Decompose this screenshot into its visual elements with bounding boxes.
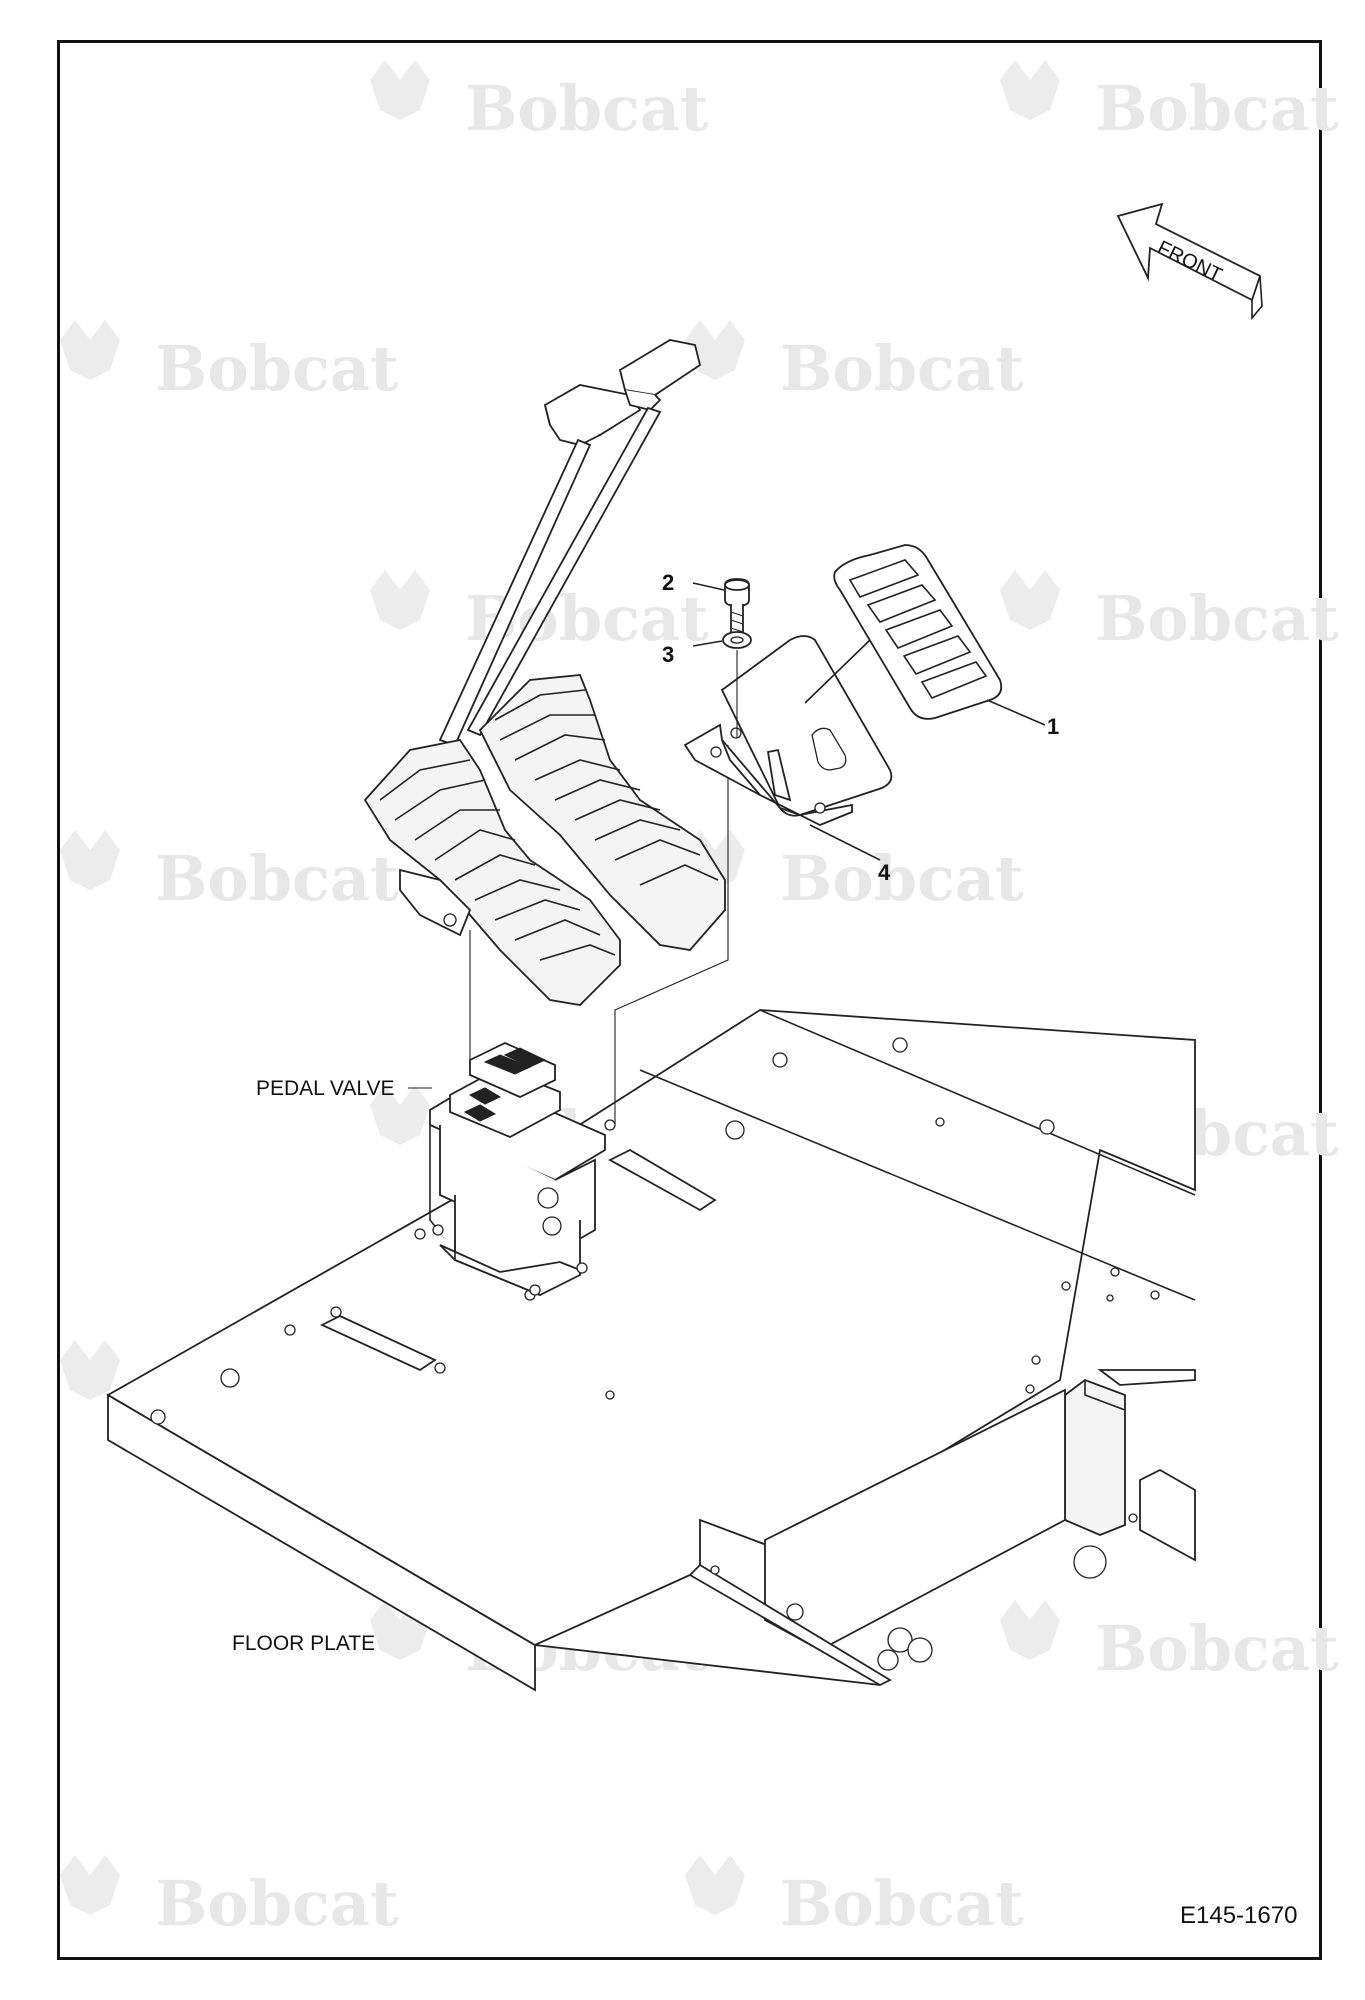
watermark-4: Bobcat . bbox=[685, 320, 1024, 405]
watermark-mark: . bbox=[365, 887, 369, 904]
watermark-1: Bobcat . bbox=[370, 60, 709, 145]
watermark-brand: Bobcat bbox=[155, 1867, 399, 1940]
watermark-brand: Bobcat bbox=[780, 1867, 1024, 1940]
bobcat-logo-icon bbox=[1000, 1600, 1060, 1660]
figure-id: E145-1670 bbox=[1180, 1902, 1297, 1929]
watermark-brand: Bobcat bbox=[1095, 582, 1339, 655]
watermark-mark: . bbox=[990, 887, 994, 904]
part-1-pedal-pad bbox=[833, 544, 1046, 726]
watermark-mark: . bbox=[1305, 1142, 1309, 1159]
watermark-mark: . bbox=[990, 1912, 994, 1929]
callout-2: 2 bbox=[662, 570, 674, 595]
watermark-brand: Bobcat bbox=[780, 842, 1024, 915]
floor-plate bbox=[106, 1009, 1196, 1692]
watermark-brand: Bobcat bbox=[155, 332, 399, 405]
watermark-mark: . bbox=[675, 1657, 679, 1674]
part-2-bolt bbox=[692, 578, 750, 641]
watermark-brand: Bobcat bbox=[155, 842, 399, 915]
watermark-6: Bobcat . bbox=[1000, 570, 1339, 655]
watermark-7: Bobcat . bbox=[60, 830, 399, 915]
watermark-mark: . bbox=[675, 627, 679, 644]
watermark-14: Bobcat . bbox=[1000, 1600, 1339, 1685]
bobcat-logo-icon bbox=[685, 1855, 745, 1915]
bobcat-logo-icon bbox=[370, 1085, 430, 1145]
bobcat-logo-icon bbox=[1000, 570, 1060, 630]
callout-1: 1 bbox=[1047, 714, 1059, 739]
front-arrow: FRONT bbox=[1116, 202, 1263, 321]
bobcat-logo-icon bbox=[60, 320, 120, 380]
watermark-brand: Bobcat bbox=[780, 332, 1024, 405]
bobcat-logo-icon bbox=[60, 1855, 120, 1915]
watermark-brand: Bobcat bbox=[1095, 72, 1339, 145]
watermark-15: Bobcat . bbox=[60, 1855, 399, 1940]
part-3-washer bbox=[692, 631, 752, 738]
part-4-bracket bbox=[683, 635, 893, 861]
watermark-mark: . bbox=[1305, 1657, 1309, 1674]
bobcat-logo-icon bbox=[1000, 60, 1060, 120]
watermark-mark: . bbox=[675, 117, 679, 134]
floor-plate-label: FLOOR PLATE bbox=[232, 1632, 375, 1655]
pedal-valve-label: PEDAL VALVE bbox=[256, 1077, 395, 1100]
bobcat-logo-icon bbox=[60, 1340, 120, 1400]
callout-4: 4 bbox=[878, 860, 891, 885]
travel-lever-assembly bbox=[363, 339, 729, 1125]
pedal-valve bbox=[429, 1042, 616, 1297]
watermark-16: Bobcat . bbox=[685, 1855, 1024, 1940]
bobcat-logo-icon bbox=[60, 830, 120, 890]
callout-3: 3 bbox=[662, 642, 674, 667]
watermark-brand: Bobcat bbox=[1095, 1612, 1339, 1685]
bobcat-logo-icon bbox=[370, 60, 430, 120]
front-arrow-icon bbox=[1116, 202, 1262, 302]
watermark-mark: . bbox=[365, 1912, 369, 1929]
watermark-mark: . bbox=[990, 377, 994, 394]
watermark-mark: . bbox=[1305, 627, 1309, 644]
watermark-mark: . bbox=[1305, 117, 1309, 134]
watermark-mark: . bbox=[365, 377, 369, 394]
watermark-3: Bobcat . bbox=[60, 320, 399, 405]
watermark-8: Bobcat . bbox=[685, 830, 1024, 915]
watermark-brand: Bobcat bbox=[465, 72, 709, 145]
bobcat-logo-icon bbox=[370, 570, 430, 630]
watermark-2: Bobcat . bbox=[1000, 60, 1339, 145]
